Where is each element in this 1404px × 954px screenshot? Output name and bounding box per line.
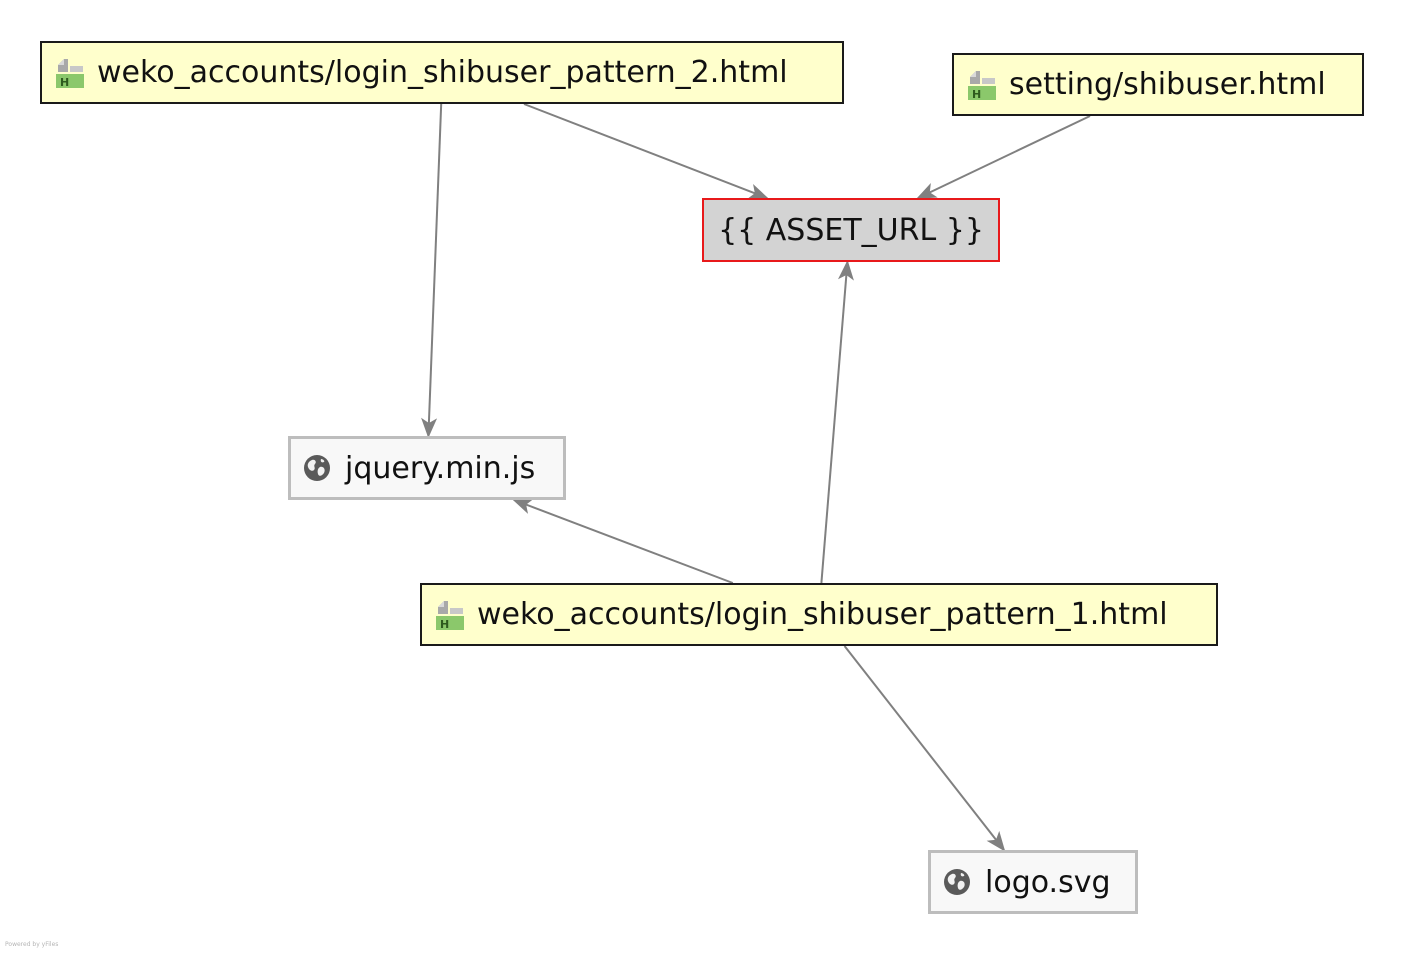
- svg-text:H: H: [972, 88, 981, 100]
- powered-by-credit: Powered by yFiles: [5, 941, 59, 948]
- globe-icon: [943, 868, 971, 896]
- node-label: weko_accounts/login_shibuser_pattern_1.h…: [477, 597, 1168, 632]
- svg-text:H: H: [440, 618, 449, 630]
- edge-login-pattern-1-to-logo: [843, 645, 1006, 852]
- node-setting-shibuser[interactable]: H setting/shibuser.html: [952, 53, 1364, 116]
- node-login-shibuser-pattern-2[interactable]: H weko_accounts/login_shibuser_pattern_2…: [40, 41, 844, 104]
- node-label: logo.svg: [985, 864, 1111, 900]
- html-file-icon: H: [55, 58, 85, 89]
- node-label: jquery.min.js: [345, 450, 536, 486]
- edge-login-pattern-1-to-asset-url: [820, 260, 854, 584]
- edge-login-pattern-2-to-asset-url: [523, 103, 769, 199]
- html-file-icon: H: [435, 600, 465, 631]
- node-label: {{ ASSET_URL }}: [718, 212, 984, 248]
- node-logo-svg[interactable]: logo.svg: [928, 850, 1138, 914]
- node-label: setting/shibuser.html: [1009, 67, 1326, 102]
- node-login-shibuser-pattern-1[interactable]: H weko_accounts/login_shibuser_pattern_1…: [420, 583, 1218, 646]
- node-jquery-min-js[interactable]: jquery.min.js: [288, 436, 566, 500]
- node-asset-url[interactable]: {{ ASSET_URL }}: [702, 198, 1000, 262]
- edge-login-pattern-2-to-jquery: [421, 103, 443, 438]
- html-file-icon: H: [967, 70, 997, 101]
- edge-login-pattern-1-to-jquery: [512, 498, 734, 584]
- edge-setting-shibuser-to-asset-url: [916, 115, 1091, 199]
- globe-icon: [303, 454, 331, 482]
- svg-text:H: H: [60, 76, 69, 88]
- node-label: weko_accounts/login_shibuser_pattern_2.h…: [97, 55, 788, 90]
